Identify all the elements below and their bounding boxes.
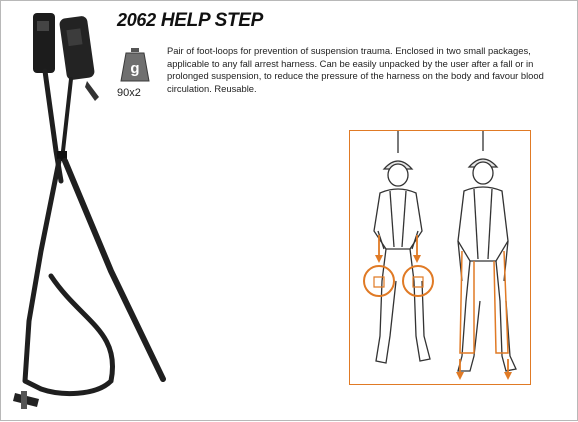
pouch-right bbox=[59, 16, 95, 80]
usage-illustration bbox=[363, 131, 517, 380]
product-code: 2062 bbox=[117, 10, 156, 30]
weight-icon-letter: g bbox=[130, 60, 139, 77]
product-photo bbox=[13, 13, 166, 409]
highlight-circle-left bbox=[363, 265, 395, 297]
product-name: HELP STEP bbox=[160, 10, 264, 31]
weight-value: 90x2 bbox=[117, 87, 141, 99]
figure-left bbox=[373, 131, 431, 364]
weight-icon: g bbox=[120, 48, 150, 82]
product-description: Pair of foot-loops for prevention of sus… bbox=[167, 45, 544, 94]
foot-loop-left bbox=[459, 250, 475, 354]
foot-loop-right bbox=[493, 250, 509, 354]
usage-illustration-panel bbox=[349, 130, 531, 385]
figure-right bbox=[457, 131, 517, 372]
highlight-circle-right bbox=[402, 265, 434, 297]
